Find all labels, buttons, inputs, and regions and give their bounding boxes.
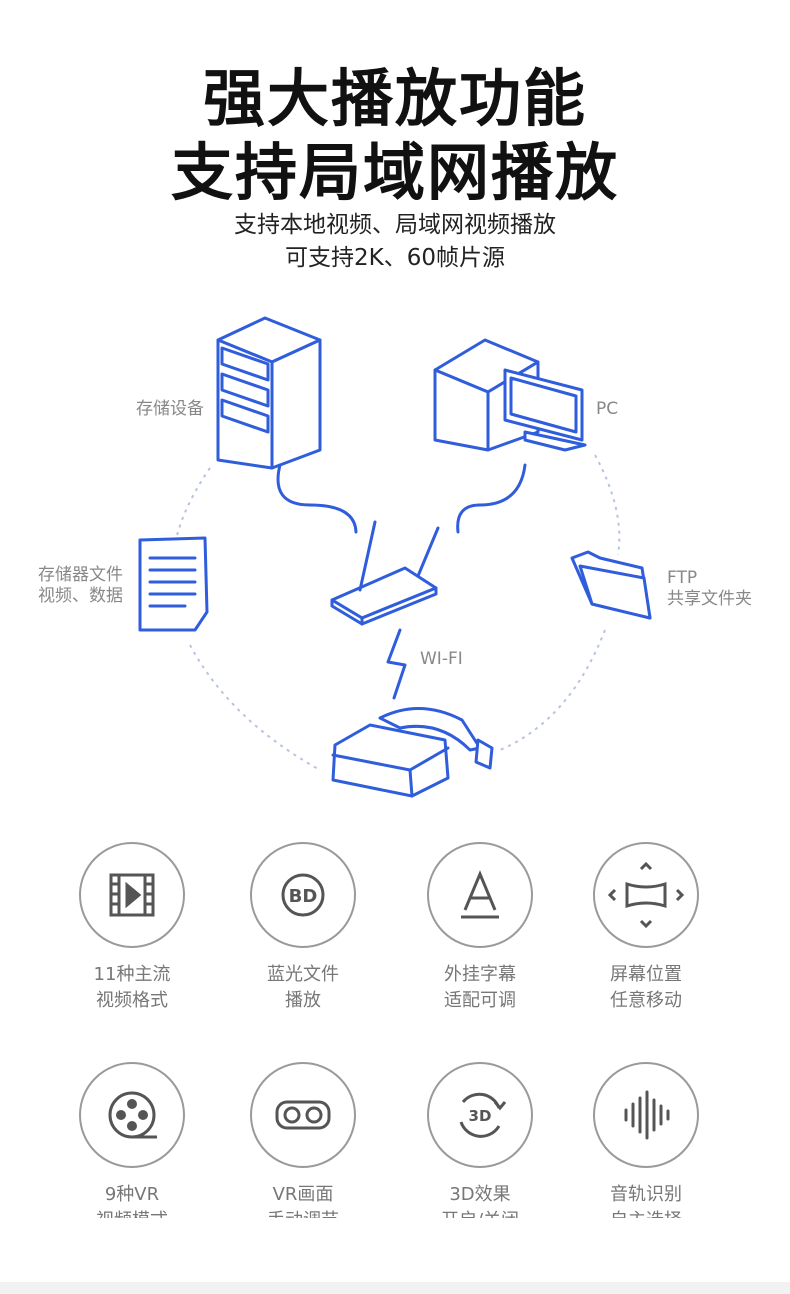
dotted-arc-right-top (594, 454, 621, 556)
feature-label-3d-2: 开启/关闭 (415, 1208, 545, 1218)
feature-label-vr-adjust-1: VR画面 (272, 1184, 334, 1205)
feature-circle-bluray: BD (250, 842, 356, 948)
audio-track-icon (624, 1090, 670, 1140)
router-icon (330, 520, 440, 626)
feature-label-bluray-1: 蓝光文件 (267, 964, 339, 985)
label-pc: PC (596, 399, 619, 419)
cable-left (276, 463, 358, 534)
feature-circle-3d: 3D (427, 1062, 533, 1168)
bottom-band (0, 1282, 790, 1294)
feature-label-vr-adjust-2: 手动调节 (238, 1208, 368, 1218)
network-diagram: 存储设备 PC 存储器文件 视频、数据 FTP 共享文件夹 WI-FI (0, 300, 790, 820)
document-icon (138, 536, 209, 632)
wifi-bolt-icon (386, 628, 407, 700)
feature-label-3d-1: 3D效果 (449, 1184, 511, 1205)
film-reel-icon (108, 1091, 157, 1139)
feature-label-screen-1: 屏幕位置 (610, 964, 682, 985)
label-wifi: WI-FI (420, 649, 463, 669)
folder-icon (570, 550, 652, 620)
label-storage-device: 存储设备 (136, 399, 204, 419)
feature-label-formats-1: 11种主流 (93, 964, 171, 985)
pc-icon (433, 338, 587, 452)
feature-circle-screen-position (593, 842, 699, 948)
label-ftp-line2: 共享文件夹 (667, 589, 752, 609)
feature-circle-vr-modes (79, 1062, 185, 1168)
feature-circle-vr-adjust (250, 1062, 356, 1168)
bluray-bd-icon: BD (281, 873, 325, 917)
subtitle-line2: 可支持2K、60帧片源 (285, 245, 505, 271)
label-ftp-line1: FTP (667, 568, 698, 588)
label-file-line2: 视频、数据 (38, 586, 123, 606)
vr-glasses-icon (275, 1100, 331, 1130)
label-file-line1: 存储器文件 (38, 565, 123, 585)
headline-line2: 支持局域网播放 (170, 136, 619, 209)
diagram-graphic (138, 316, 652, 798)
dotted-arc-right-bottom (499, 629, 606, 751)
feature-label-vr-modes-1: 9种VR (104, 1184, 160, 1205)
feature-circle-audio-track (593, 1062, 699, 1168)
feature-circle-subtitles (427, 842, 533, 948)
feature-label-audio-2: 自主选择 (581, 1208, 711, 1218)
feature-label-vr-modes-2: 视频模式 (67, 1208, 197, 1218)
feature-label-bluray-2: 播放 (285, 990, 321, 1011)
feature-label-subtitles-2: 适配可调 (444, 990, 516, 1011)
vr-headset-icon (331, 707, 494, 798)
svg-text:3D: 3D (469, 1107, 492, 1125)
dotted-arc-left-bottom (189, 644, 321, 771)
subtitle-a-icon (461, 870, 499, 919)
film-icon (109, 873, 155, 917)
feature-circle-formats (79, 842, 185, 948)
3d-icon: 3D (459, 1092, 507, 1138)
headline-line1: 强大播放功能 (202, 62, 587, 135)
screen-move-icon (607, 861, 685, 929)
feature-label-subtitles-1: 外挂字幕 (444, 964, 516, 985)
server-icon (216, 316, 322, 470)
feature-label-screen-2: 任意移动 (610, 990, 682, 1011)
svg-text:BD: BD (289, 886, 318, 907)
feature-row-2: 9种VR 视频模式 VR画面 手动调节 3D 3D效果 开启/关闭 (0, 1040, 790, 1218)
feature-label-formats-2: 视频格式 (96, 990, 168, 1011)
subtitle-line1: 支持本地视频、局域网视频播放 (234, 212, 556, 238)
cable-right (456, 463, 527, 534)
feature-label-audio-1: 音轨识别 (610, 1184, 682, 1205)
